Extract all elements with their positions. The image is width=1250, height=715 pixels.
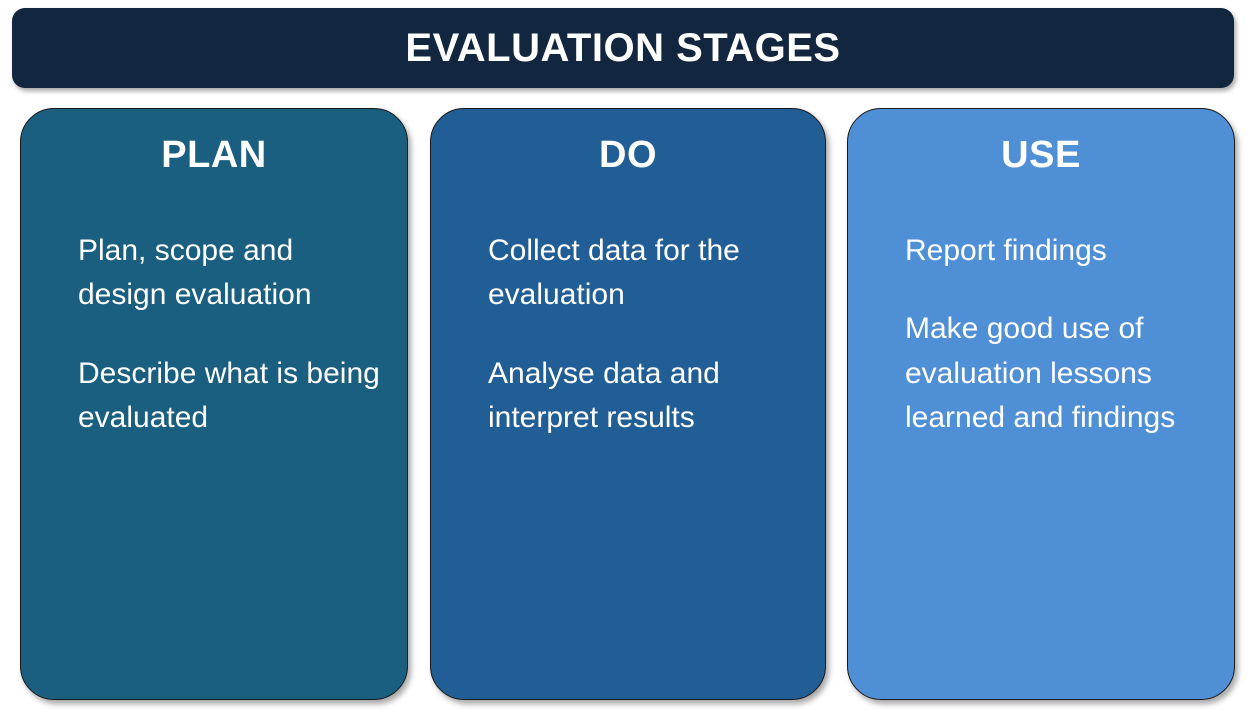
stage-paragraph: Describe what is being evaluated [78,356,380,434]
stage-paragraph: Plan, scope and design evaluation [78,233,312,312]
stage-body-plan: Plan, scope and design evaluation Descri… [21,177,407,441]
stage-heading-plan: PLAN [161,134,267,176]
stage-body-do: Collect data for the evaluation Analyse … [431,177,825,441]
stage-heading-do: DO [599,134,657,176]
stage-paragraph: Collect data for the evaluation [488,233,740,312]
stage-paragraph: Make good use of evaluation lessons lear… [905,312,1176,434]
stage-paragraph: Report findings [905,233,1107,267]
stage-heading-use: USE [1001,134,1081,176]
stage-cards-row: PLAN Plan, scope and design evaluation D… [0,108,1250,704]
stage-card-plan[interactable]: PLAN Plan, scope and design evaluation D… [20,108,408,700]
stage-card-do[interactable]: DO Collect data for the evaluation Analy… [430,108,826,700]
header-banner: EVALUATION STAGES [12,8,1234,88]
stage-body-use: Report findings Make good use of evaluat… [848,177,1234,441]
stage-card-use[interactable]: USE Report findings Make good use of eva… [847,108,1235,700]
stage-paragraph: Analyse data and interpret results [488,356,720,434]
page-title: EVALUATION STAGES [405,26,841,70]
